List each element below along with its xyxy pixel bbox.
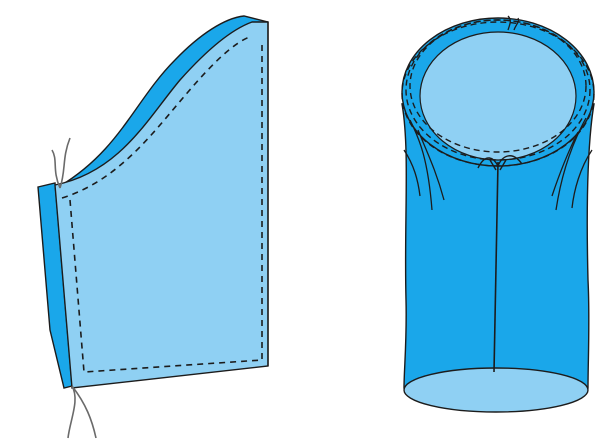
tube-top-opening bbox=[420, 32, 576, 160]
sleeve-side-view bbox=[38, 16, 268, 438]
sleeve-tube-view bbox=[402, 16, 594, 412]
thread-top bbox=[52, 138, 70, 188]
thread-bottom bbox=[68, 386, 96, 438]
tube-bottom-opening bbox=[404, 368, 588, 412]
